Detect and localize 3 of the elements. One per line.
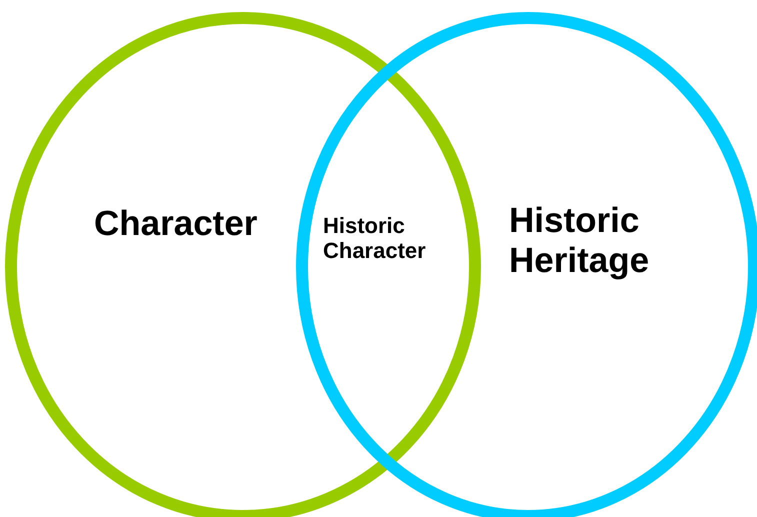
overlap-label: Historic Character (323, 213, 427, 264)
set-label: Character (94, 204, 258, 244)
set-label: Historic Heritage (509, 201, 650, 282)
